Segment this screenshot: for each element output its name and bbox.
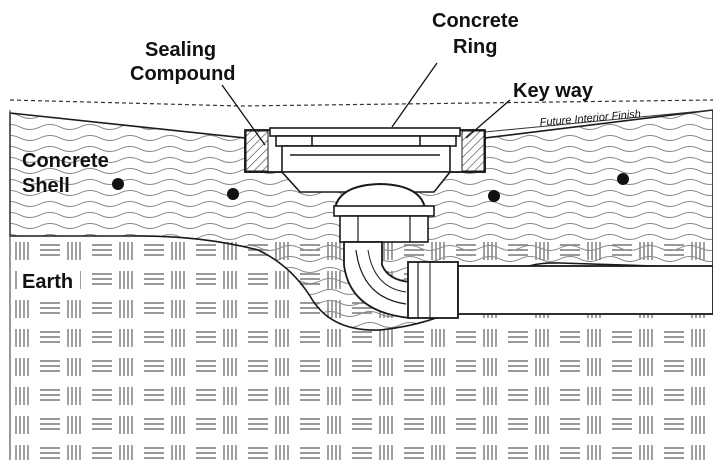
label-concrete-ring-2: Ring	[453, 36, 497, 58]
leader-key-way	[465, 99, 511, 139]
rebar-dot	[617, 173, 629, 185]
trap-collar	[333, 205, 435, 217]
rebar-dot	[112, 178, 124, 190]
leader-concrete-ring	[391, 62, 438, 128]
leader-sealing	[221, 84, 266, 146]
label-sealing-1: Sealing	[145, 39, 216, 61]
label-concrete-ring-1: Concrete	[432, 10, 519, 32]
label-earth: Earth	[22, 271, 73, 293]
rebar-dot	[488, 190, 500, 202]
drain-top-ring	[269, 127, 461, 173]
drain-body	[280, 171, 452, 193]
trap-cap	[333, 182, 427, 209]
earth-label-bg	[18, 266, 80, 294]
trap-body	[339, 215, 429, 243]
rebar-dot	[227, 188, 239, 200]
sealing-compound-left	[245, 130, 269, 172]
label-sealing-2: Compound	[130, 63, 236, 85]
pipe-fitting	[407, 261, 459, 319]
label-shell-2: Shell	[22, 175, 70, 197]
label-key-way: Key way	[513, 80, 594, 102]
label-shell-1: Concrete	[22, 150, 109, 172]
key-way-right	[461, 130, 485, 172]
future-finish-line	[9, 99, 713, 107]
horizontal-pipe	[457, 265, 713, 315]
future-finish-line-2	[484, 109, 713, 133]
